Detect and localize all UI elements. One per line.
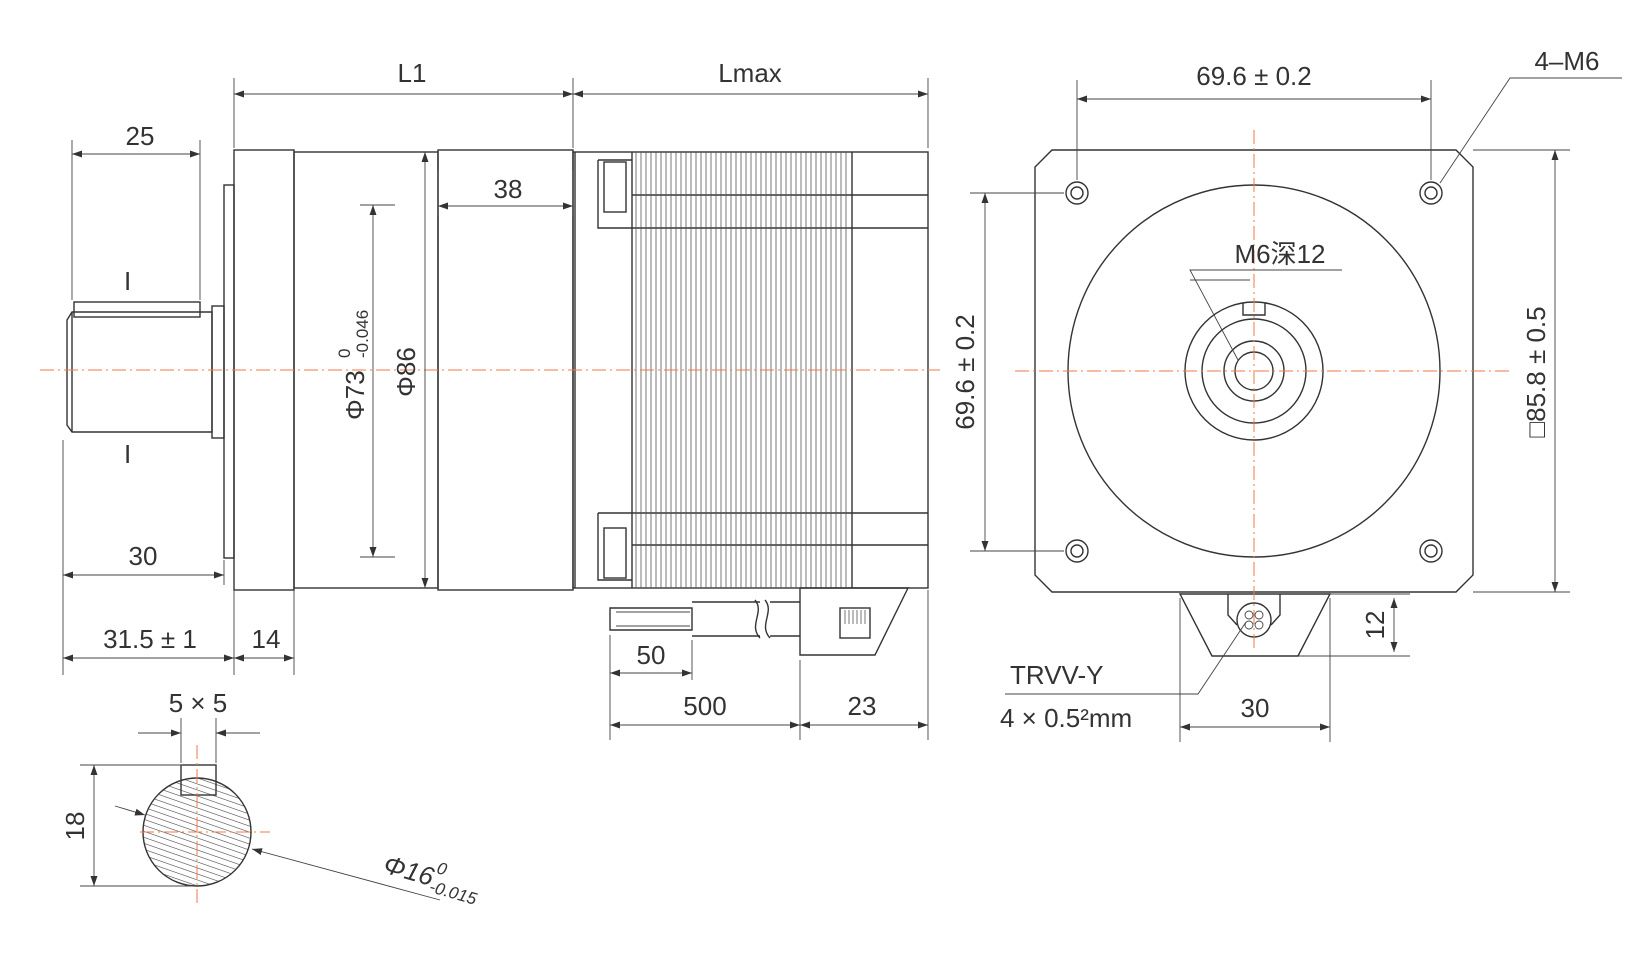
output-shaft <box>66 184 235 559</box>
dim-lmax: Lmax <box>718 58 782 88</box>
dim-square-group: □85.8 ± 0.5 <box>1521 306 1551 437</box>
dim-lead-strip: 50 <box>637 640 666 670</box>
dim-diameter-tol-low: -0.015 <box>427 877 479 909</box>
front-extension-lines <box>970 80 1570 742</box>
dim-mounting-holes: 4–M6 <box>1534 46 1599 76</box>
dimension-lines <box>63 90 928 729</box>
dim-square: □85.8 ± 0.5 <box>1521 306 1551 437</box>
dim-lead-length: 500 <box>683 691 726 721</box>
dim-hole-spacing-vertical-group: 69.6 ± 0.2 <box>950 314 980 429</box>
connector-teeth <box>844 610 866 624</box>
dim-diameter-tol-up: 0 <box>435 858 450 879</box>
dim-shaft-total: 31.5 ± 1 <box>103 624 197 654</box>
dim-shaft-diameter-group: Φ16 0 -0.015 <box>380 849 479 909</box>
dim-section-height: 18 <box>60 812 90 841</box>
side-view: I I <box>40 58 940 740</box>
dim-shaft-key-length: 25 <box>126 121 155 151</box>
front-view: 69.6 ± 0.2 69.6 ± 0.2 4–M6 M6深12 □85.8 ±… <box>950 46 1622 742</box>
mounting-holes <box>1065 181 1443 563</box>
dim-box-height-group: 12 <box>1360 611 1390 640</box>
dim-collar: 14 <box>252 624 281 654</box>
dim-box-width: 30 <box>1241 693 1270 723</box>
dim-phi73-tol-low: -0.046 <box>353 310 372 358</box>
dim-shaft-length: 30 <box>129 541 158 571</box>
section-mark-bottom: I <box>124 439 131 469</box>
cable-type: TRVV-Y <box>1010 660 1103 690</box>
section-mark-top: I <box>124 266 131 296</box>
dim-l1: L1 <box>398 58 427 88</box>
hatch-line <box>143 778 251 805</box>
section-dim-lines <box>80 718 441 901</box>
dim-connector: 23 <box>848 691 877 721</box>
dim-phi73-tol-up: 0 <box>335 349 354 358</box>
dim-hole-spacing-horizontal: 69.6 ± 0.2 <box>1196 61 1311 91</box>
dim-hole-spacing-vertical: 69.6 ± 0.2 <box>950 314 980 429</box>
dim-phi86-group: Φ86 <box>391 347 421 397</box>
dim-phi73: Φ73 <box>340 370 370 420</box>
hatch-line <box>143 793 251 835</box>
shaft-section-view: 5 × 5 18 Φ16 0 -0.015 <box>60 688 479 909</box>
hatch-line <box>143 817 251 859</box>
cable-spec: 4 × 0.5²mm <box>1000 703 1132 733</box>
dim-phi86: Φ86 <box>391 347 421 397</box>
hatch-line <box>143 859 251 886</box>
front-dimension-lines <box>981 77 1622 731</box>
dim-key-size: 5 × 5 <box>169 688 228 718</box>
cable-box <box>1178 593 1332 657</box>
dim-box-height: 12 <box>1360 611 1390 640</box>
hatch-line <box>143 787 251 829</box>
motor-body <box>572 151 929 589</box>
hatch-line <box>143 778 251 811</box>
dim-section-height-group: 18 <box>60 812 90 841</box>
dim-flange-length: 38 <box>494 174 523 204</box>
dim-phi73-group: Φ73 0 -0.046 <box>335 310 372 420</box>
cable-assembly <box>609 587 910 656</box>
dim-center-thread: M6深12 <box>1234 239 1325 269</box>
